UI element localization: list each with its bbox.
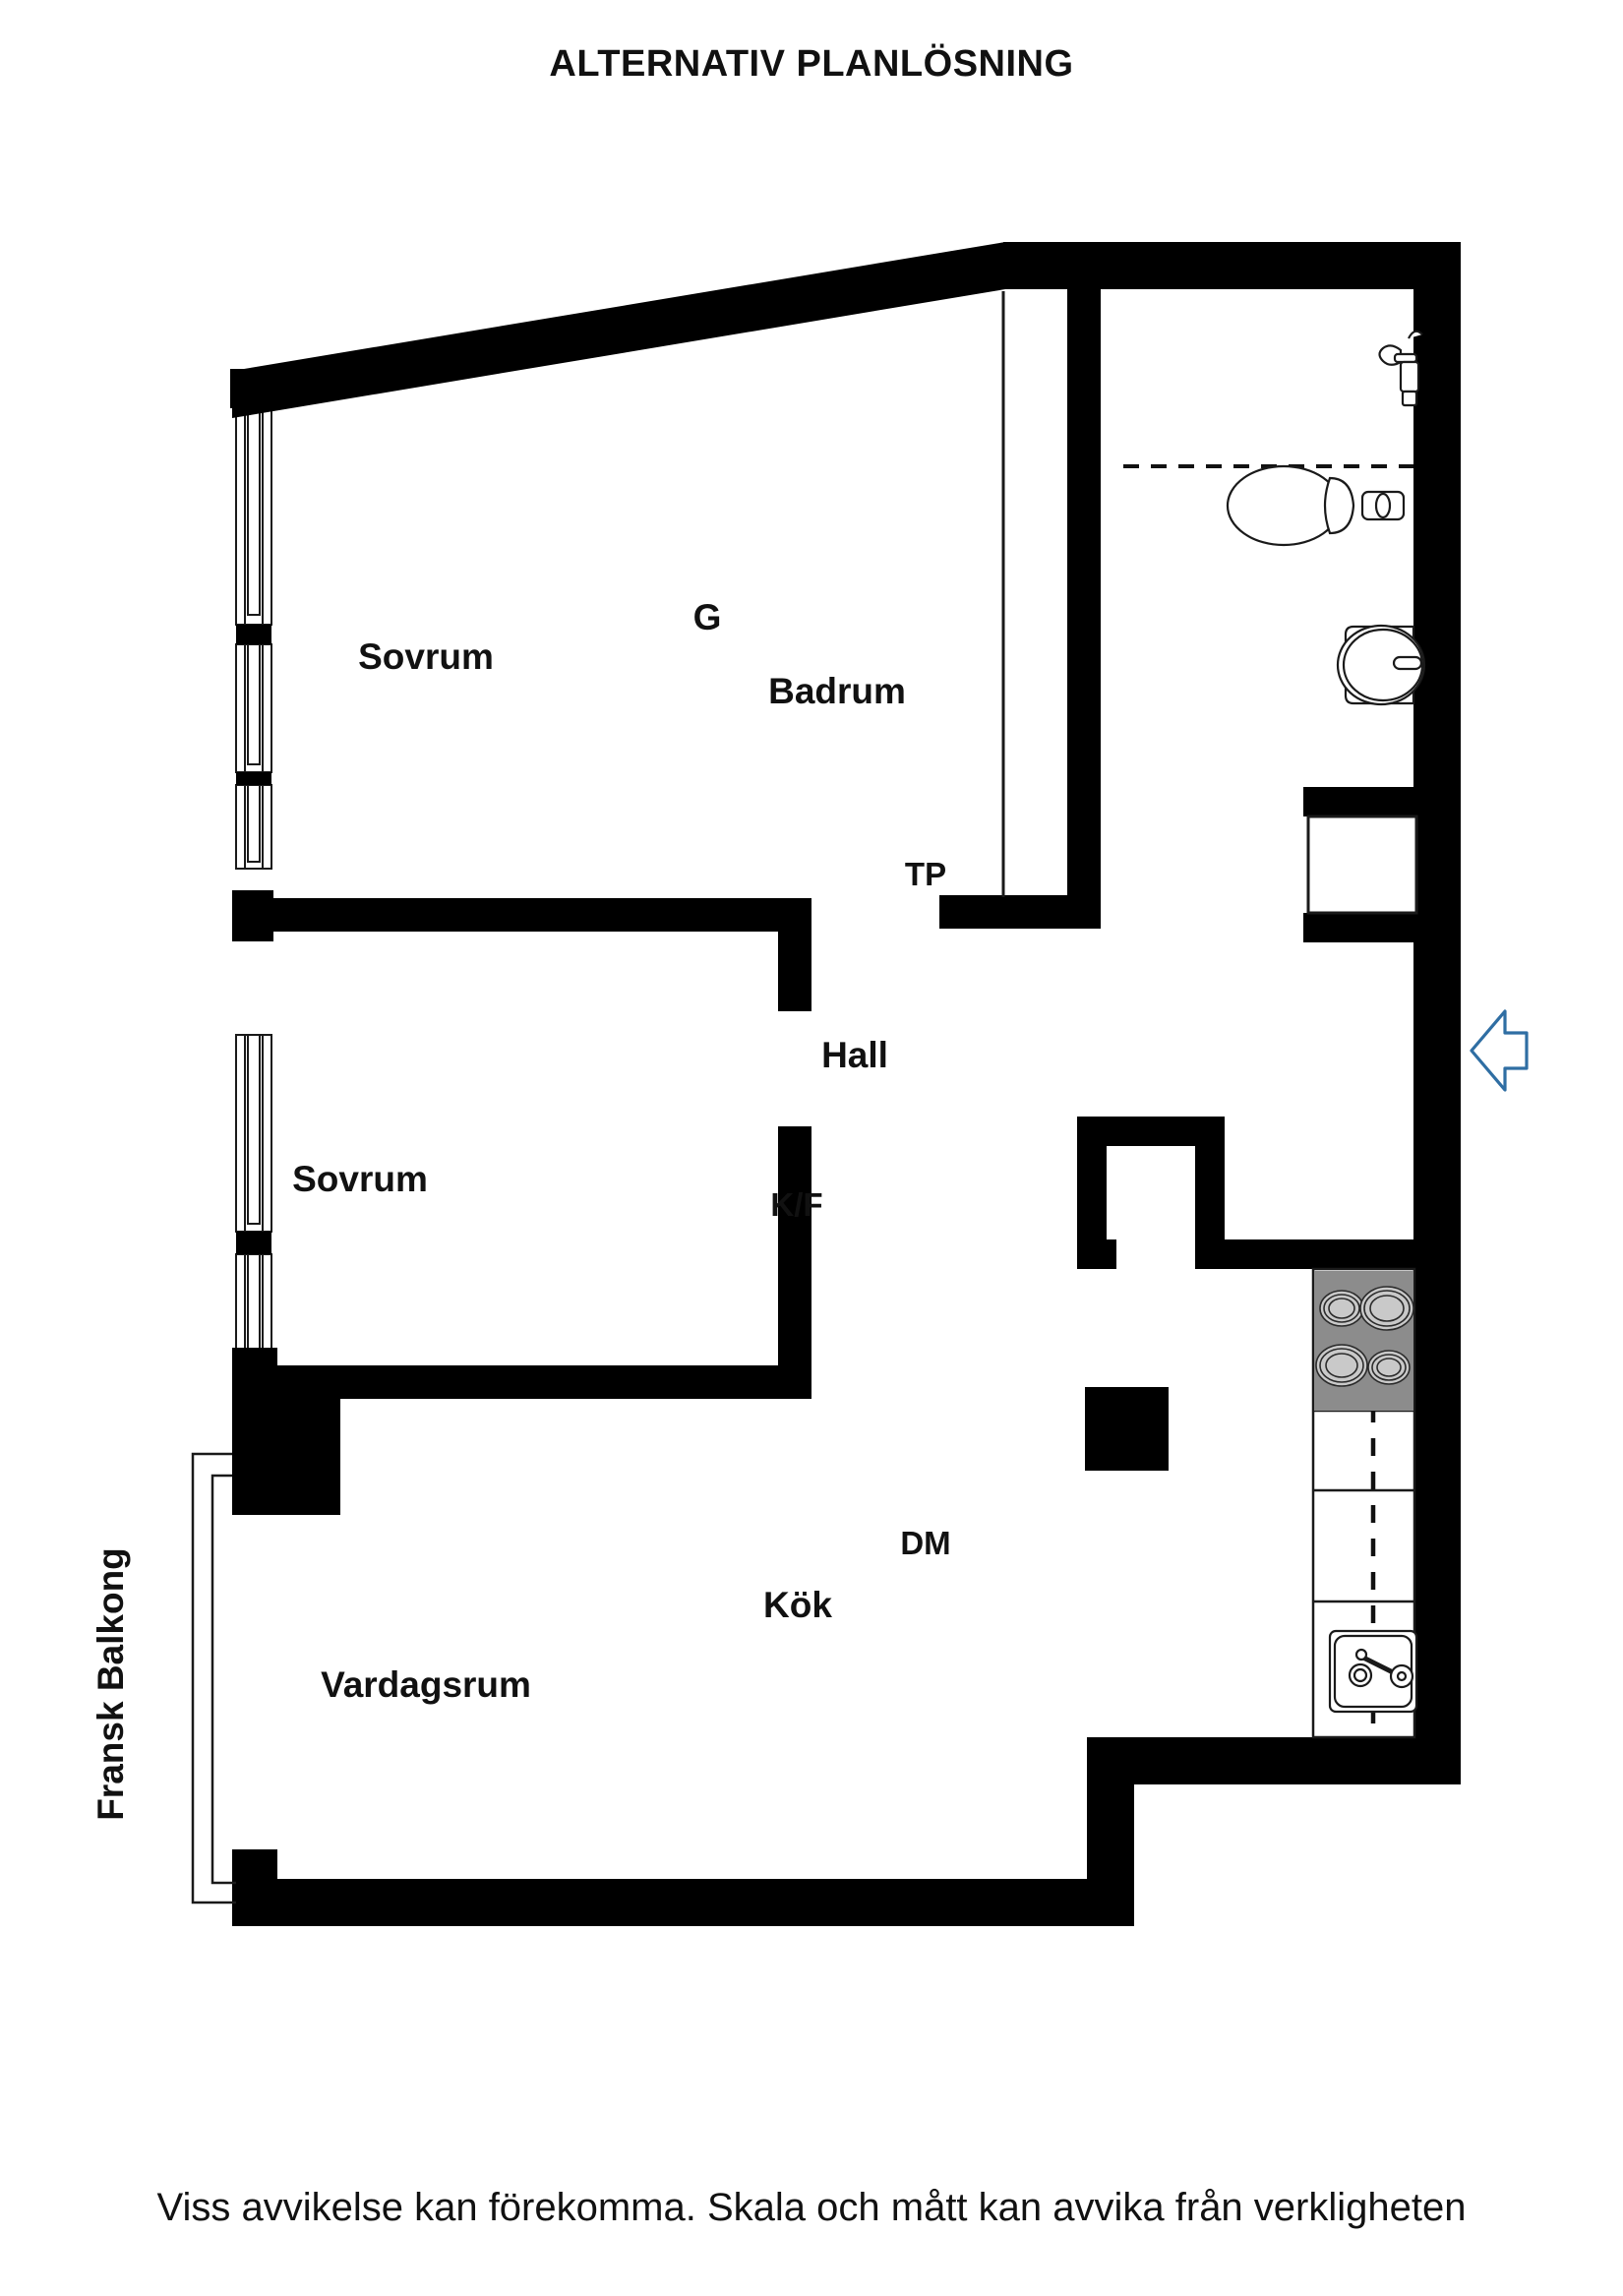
room-label-tvattpelare: TP — [904, 856, 947, 892]
structural-pillar — [1085, 1387, 1169, 1471]
interior-walls — [232, 258, 1461, 1515]
room-label-kyl-frys: K/F — [770, 1186, 823, 1223]
room-label-vardagsrum: Vardagsrum — [321, 1664, 531, 1705]
shower-faucet-icon — [1378, 330, 1423, 407]
room-label-diskmaskin: DM — [900, 1525, 951, 1561]
floor-fill — [236, 258, 1461, 1923]
stove-four-burner-icon — [1314, 1271, 1414, 1411]
room-label-sovrum-2: Sovrum — [292, 1159, 428, 1199]
kitchen-sink-icon — [1328, 1629, 1418, 1714]
french-balcony-railing — [191, 1452, 236, 1904]
room-label-badrum: Badrum — [768, 671, 906, 711]
bathroom-sink-icon — [1336, 624, 1426, 706]
kitchen-counter-run — [1311, 1267, 1418, 1739]
toilet-icon — [1226, 464, 1406, 547]
page-title: ALTERNATIV PLANLÖSNING — [549, 43, 1074, 85]
room-label-kok: Kök — [763, 1585, 832, 1625]
room-label-fransk-balkong: Fransk Balkong — [90, 1547, 131, 1821]
room-label-hall: Hall — [821, 1035, 888, 1075]
entrance-arrow-icon — [1470, 1009, 1529, 1092]
bathroom-fixtures — [1123, 330, 1426, 915]
disclaimer-text: Viss avvikelse kan förekomma. Skala och … — [156, 2186, 1467, 2229]
washer-dryer-tower — [1306, 815, 1418, 915]
room-label-sovrum-1: Sovrum — [358, 636, 494, 677]
room-label-garderob: G — [692, 597, 722, 637]
